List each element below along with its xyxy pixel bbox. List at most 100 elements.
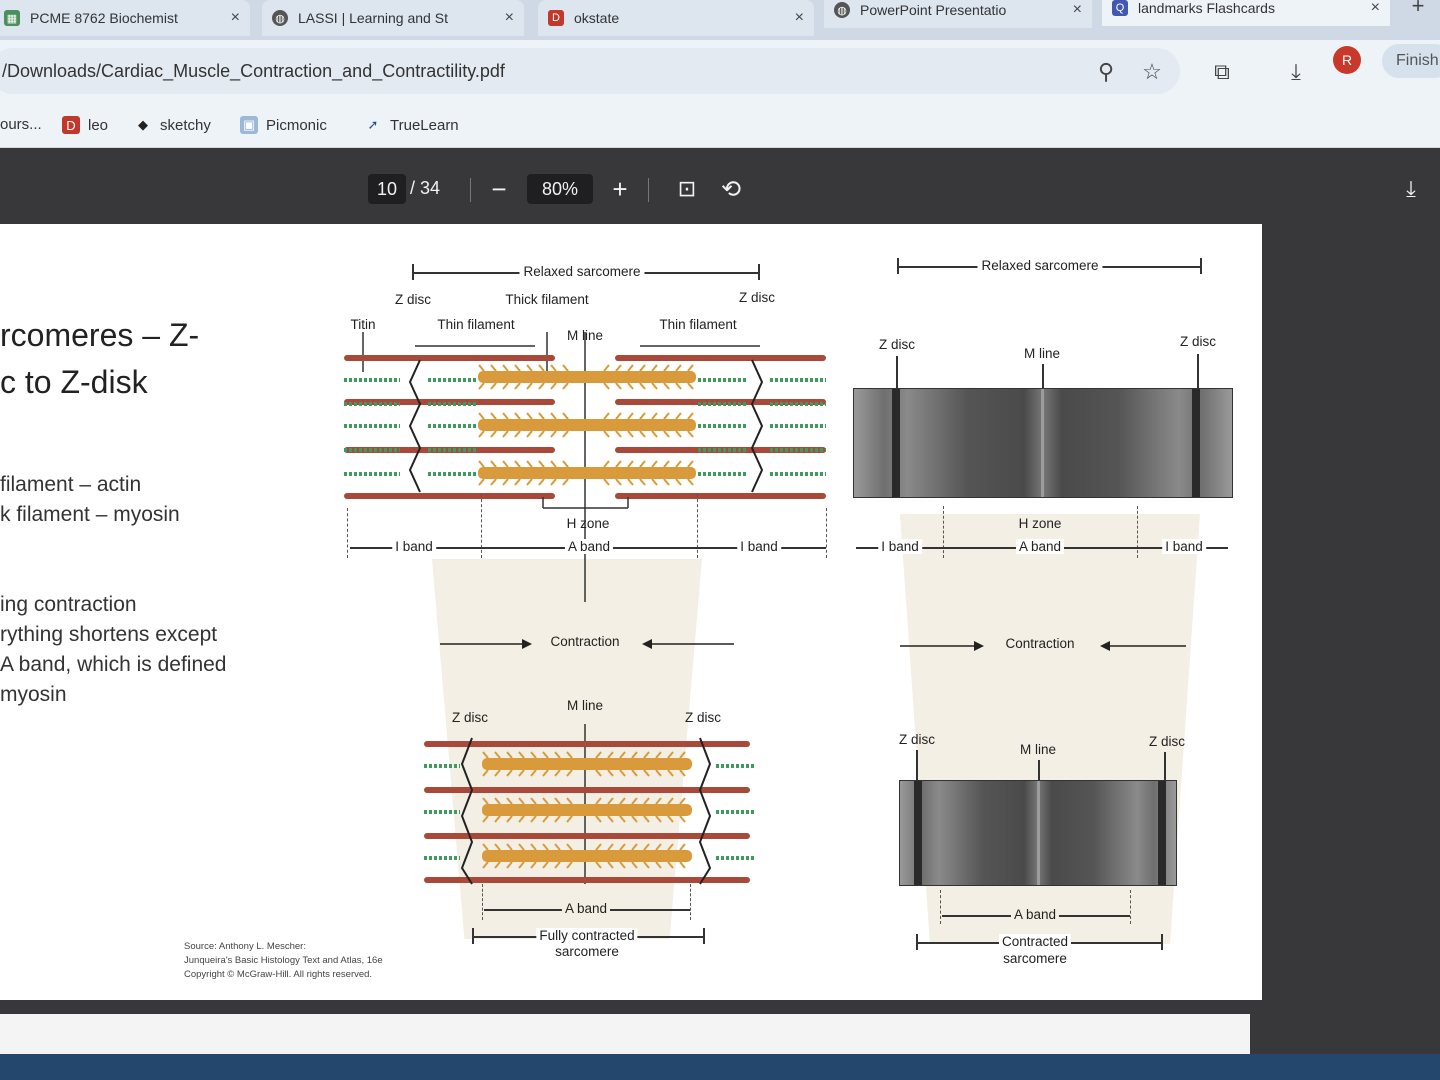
contraction-label: Contraction: [1005, 636, 1075, 651]
myosin-head: [667, 769, 674, 777]
myosin-head: [687, 382, 694, 390]
myosin-head: [530, 751, 537, 759]
a-band-label: A band: [1010, 907, 1060, 922]
new-tab-button[interactable]: +: [1411, 0, 1425, 18]
close-icon[interactable]: ×: [794, 9, 804, 26]
close-icon[interactable]: ×: [1072, 1, 1082, 18]
contraction-arrows-right: [900, 641, 1186, 651]
myosin-head: [506, 797, 513, 805]
myosin-head: [562, 364, 569, 372]
tab-landmarks[interactable]: Q landmarks Flashcards ×: [1102, 0, 1390, 26]
zoom-search-icon[interactable]: ⚲: [1097, 59, 1115, 84]
bookmark-truelearn[interactable]: ➚ TrueLearn: [364, 116, 459, 134]
myosin-head: [643, 815, 650, 823]
contracted-micrograph: [899, 780, 1177, 886]
bookmark-leo[interactable]: D leo: [62, 116, 108, 134]
myosin-head: [482, 815, 489, 823]
rotate-icon[interactable]: ⟲: [720, 175, 742, 203]
myosin-head: [514, 430, 521, 438]
zoom-in-button[interactable]: +: [612, 173, 628, 204]
myosin-head: [482, 797, 489, 805]
close-icon[interactable]: ×: [1370, 0, 1380, 16]
band-boundary: [481, 494, 482, 558]
thin-filament: [615, 493, 826, 499]
pointer-line: [916, 750, 918, 780]
tab-title: okstate: [574, 10, 620, 26]
myosin-head: [619, 815, 626, 823]
h-zone-label: H zone: [566, 516, 610, 531]
myosin-head: [643, 769, 650, 777]
myosin-head: [482, 769, 489, 777]
download-icon[interactable]: ⤓: [1291, 59, 1301, 84]
myosin-head: [627, 412, 634, 420]
star-icon[interactable]: ☆: [1142, 59, 1162, 84]
myosin-head: [478, 430, 485, 438]
zoom-level-input[interactable]: 80%: [527, 174, 593, 204]
globe-icon: ◍: [272, 10, 288, 26]
profile-avatar[interactable]: R: [1333, 46, 1361, 74]
myosin-head: [542, 861, 549, 869]
myosin-head: [687, 364, 694, 372]
close-icon[interactable]: ×: [230, 9, 240, 26]
sketchy-icon: ◆: [138, 117, 148, 132]
tab-pcme[interactable]: ▦ PCME 8762 Biochemist ×: [0, 0, 250, 36]
myosin-head: [643, 751, 650, 759]
myosin-head: [603, 364, 610, 372]
myosin-head: [502, 364, 509, 372]
toolbar-divider: [648, 178, 649, 202]
finish-update-button[interactable]: Finish: [1382, 44, 1440, 78]
bookmark-label: Picmonic: [266, 116, 327, 134]
close-icon[interactable]: ×: [504, 9, 514, 26]
relaxed-sarcomere-schematic: [344, 332, 826, 602]
myosin-head: [518, 861, 525, 869]
myosin-head: [550, 412, 557, 420]
myosin-head: [663, 382, 670, 390]
z-line: [914, 781, 922, 885]
address-bar[interactable]: /Downloads/Cardiac_Muscle_Contraction_an…: [0, 48, 1180, 94]
myosin-head: [627, 460, 634, 468]
band-boundary: [826, 508, 827, 558]
band-boundary: [482, 884, 483, 920]
myosin-head: [490, 478, 497, 486]
myosin-head: [667, 861, 674, 869]
myosin-head: [490, 460, 497, 468]
tab-powerpoint[interactable]: ◍ PowerPoint Presentatio ×: [824, 0, 1092, 28]
bookmark-ours[interactable]: ours...: [0, 116, 42, 133]
slide-bullet: k filament – myosin: [0, 503, 180, 526]
myosin-head: [502, 460, 509, 468]
myosin-head: [663, 430, 670, 438]
myosin-head: [651, 460, 658, 468]
myosin-head: [679, 861, 686, 869]
page-number-input[interactable]: 10: [368, 174, 406, 204]
zoom-out-button[interactable]: −: [491, 173, 507, 204]
myosin-head: [639, 478, 646, 486]
grid-icon: ▦: [4, 10, 20, 26]
myosin-head: [603, 382, 610, 390]
bookmark-picmonic[interactable]: ▣ Picmonic: [240, 116, 327, 134]
tab-lassi[interactable]: ◍ LASSI | Learning and St ×: [262, 0, 524, 36]
band-boundary: [943, 506, 944, 558]
z-disc-label: Z disc: [898, 732, 936, 747]
bookmark-sketchy[interactable]: ◆ sketchy: [134, 116, 211, 134]
bookmark-label: ours...: [0, 116, 42, 133]
myosin-head: [506, 815, 513, 823]
pointer-line: [896, 356, 898, 388]
myosin-head: [566, 797, 573, 805]
myosin-head: [667, 815, 674, 823]
dimension-tick: [758, 264, 760, 280]
tab-okstate[interactable]: D okstate ×: [538, 0, 814, 36]
myosin-head: [631, 769, 638, 777]
h-zone-label: H zone: [1018, 516, 1062, 531]
myosin-head: [655, 751, 662, 759]
myosin-head: [651, 364, 658, 372]
fully-contracted-label: sarcomere: [555, 944, 619, 959]
a-band-label: A band: [564, 539, 614, 554]
fit-page-icon[interactable]: ⊡: [677, 176, 697, 201]
myosin-head: [639, 382, 646, 390]
extensions-icon[interactable]: ⧉: [1214, 59, 1230, 84]
download-icon[interactable]: ⤓: [1406, 176, 1416, 201]
myosin-head: [663, 364, 670, 372]
z-disc-label: Z disc: [451, 710, 489, 725]
band-boundary: [697, 494, 698, 558]
myosin-head: [514, 460, 521, 468]
